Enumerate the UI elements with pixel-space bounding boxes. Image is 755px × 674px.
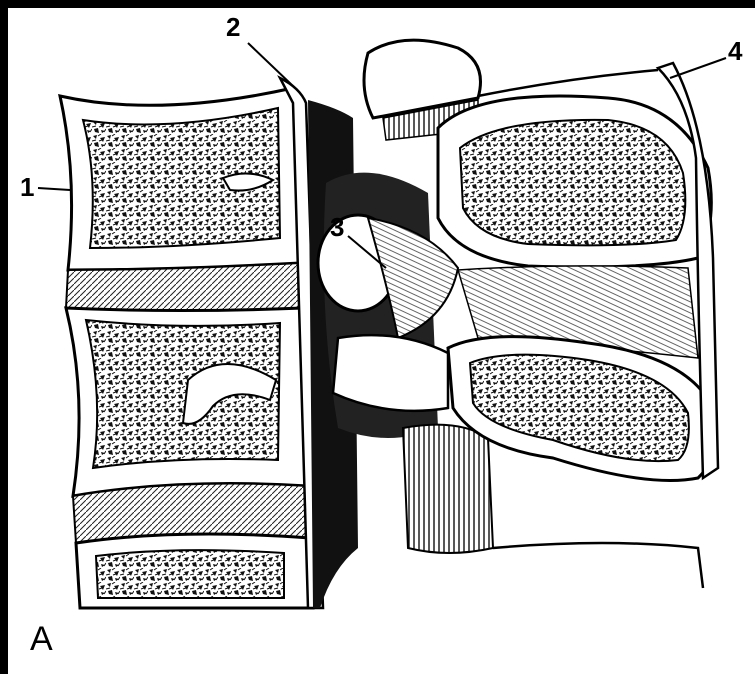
leader-2 (248, 43, 293, 86)
vertebral-column (60, 88, 313, 608)
callout-3: 3 (330, 214, 344, 240)
leader-4 (670, 58, 726, 78)
callout-1: 1 (20, 174, 34, 200)
leader-1 (38, 188, 70, 190)
spine-illustration: 1 2 3 4 A (8, 8, 755, 674)
panel-label: A (30, 622, 53, 656)
callout-2: 2 (226, 14, 240, 40)
callout-4: 4 (728, 38, 742, 64)
spine-drawing (8, 8, 755, 674)
